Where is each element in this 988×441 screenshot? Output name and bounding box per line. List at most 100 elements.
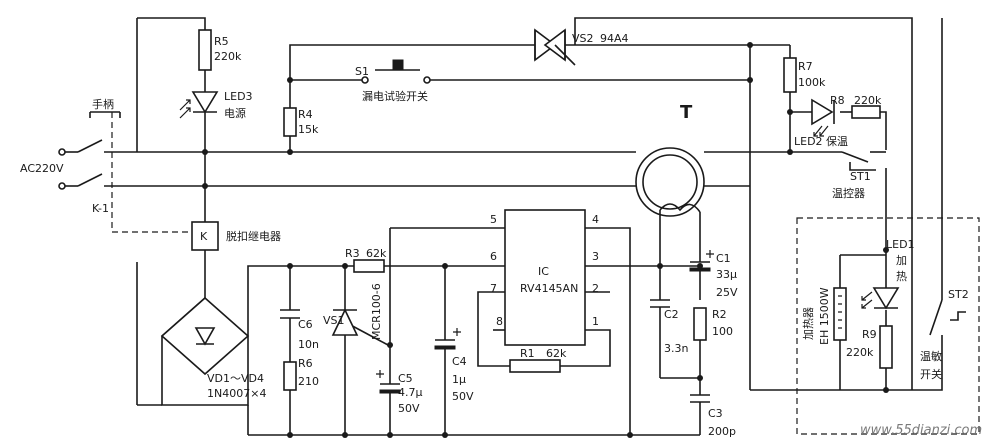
r6-value: 210	[298, 375, 319, 388]
c4-ref: C4	[452, 355, 467, 368]
c6-ref: C6	[298, 318, 313, 331]
led1-name2: 热	[896, 270, 907, 283]
c5-value2: 50V	[398, 402, 420, 415]
resistor-r7	[783, 57, 797, 93]
vs1-value: MCR100-6	[370, 283, 383, 340]
led3-name: 电源	[224, 106, 246, 120]
s1-name: 漏电试验开关	[362, 89, 428, 103]
ic-pin-6: 6	[490, 250, 497, 263]
vs2-ref: VS2	[572, 32, 594, 45]
capacitor-c2	[650, 299, 670, 326]
st2-name1: 温敏	[920, 349, 942, 363]
ic-pin-7: 7	[490, 282, 497, 295]
heater-value: EH 1500W	[818, 287, 831, 345]
ic-pin-5: 5	[490, 213, 497, 226]
ac-label: AC220V	[20, 162, 64, 175]
capacitor-c4	[434, 328, 461, 366]
c1-value2: 25V	[716, 286, 738, 299]
r3-value: 62k	[366, 247, 387, 260]
r8-value: 220k	[854, 94, 882, 107]
resistor-r8	[851, 105, 881, 119]
c2-ref: C2	[664, 308, 679, 321]
r5-ref: R5	[214, 35, 229, 48]
capacitor-c3	[690, 394, 710, 415]
c3-ref: C3	[708, 407, 723, 420]
capacitor-c5	[376, 370, 401, 398]
st2-ref: ST2	[948, 288, 969, 301]
st1-name: 温控器	[832, 186, 865, 200]
resistor-r1	[509, 359, 561, 373]
bridge-ref: VD1～VD4	[207, 372, 264, 385]
relay-ref: K	[200, 230, 208, 243]
led1-ref: LED1	[886, 238, 915, 251]
c4-value2: 50V	[452, 390, 474, 403]
r1-value: 62k	[546, 347, 567, 360]
ic-pin-3: 3	[592, 250, 599, 263]
capacitor-c6	[280, 309, 300, 340]
handle-label: 手柄	[92, 97, 114, 111]
ic-pin-2: 2	[592, 282, 599, 295]
vs1-ref: VS1	[323, 314, 345, 327]
test-switch-s1-icon	[361, 59, 431, 84]
led2-name: 保温	[826, 134, 848, 148]
r7-value: 100k	[798, 76, 826, 89]
c6-value: 10n	[298, 338, 319, 351]
r9-ref: R9	[862, 328, 877, 341]
thermostat-st1-icon	[841, 151, 876, 171]
resistor-r2	[693, 307, 707, 341]
vs2-value: 94A4	[600, 32, 629, 45]
st2-name2: 开关	[920, 367, 942, 381]
watermark: www.55dianzi.com	[860, 423, 982, 438]
c5-ref: C5	[398, 372, 413, 385]
relay-name: 脱扣继电器	[226, 229, 281, 243]
r4-value: 15k	[298, 123, 319, 136]
resistor-r3	[353, 259, 385, 273]
transformer-t-icon	[635, 147, 705, 220]
led3-ref: LED3	[224, 90, 253, 103]
handle-switch-icon	[58, 111, 121, 190]
c4-value1: 1μ	[452, 373, 466, 386]
resistor-r5	[198, 29, 212, 71]
c3-value: 200p	[708, 425, 736, 438]
r7-ref: R7	[798, 60, 813, 73]
k1-label: K-1	[92, 202, 109, 215]
r2-ref: R2	[712, 308, 727, 321]
c2-value: 3.3n	[664, 342, 688, 355]
triac-vs2-icon	[525, 28, 576, 66]
heater-icon	[833, 287, 847, 341]
resistor-r9	[879, 325, 893, 369]
ic-pin-4: 4	[592, 213, 599, 226]
resistor-r6	[283, 361, 297, 391]
led1-icon	[861, 275, 900, 310]
bridge-value: 1N4007×4	[207, 387, 266, 400]
r6-ref: R6	[298, 357, 313, 370]
led1-name1: 加	[896, 254, 907, 267]
r5-value: 220k	[214, 50, 242, 63]
ic-rv4145an	[504, 209, 586, 346]
led2-icon	[811, 98, 835, 137]
ic-ref: IC	[538, 265, 549, 278]
ic-pin-8: 8	[496, 315, 503, 328]
relay-k	[191, 221, 219, 251]
r3-ref: R3	[345, 247, 360, 260]
c1-ref: C1	[716, 252, 731, 265]
thyristor-vs1-icon	[331, 308, 359, 336]
ic-value: RV4145AN	[520, 282, 578, 295]
r9-value: 220k	[846, 346, 874, 359]
led3-icon	[179, 91, 219, 119]
resistor-r4	[283, 107, 297, 137]
heater-enclosure	[796, 217, 980, 435]
r4-ref: R4	[298, 108, 313, 121]
led2-ref: LED2	[794, 135, 823, 148]
c1-value1: 33μ	[716, 268, 737, 281]
ic-pin-1: 1	[592, 315, 599, 328]
bridge-rectifier-icon	[160, 296, 250, 376]
thermal-switch-st2-icon	[929, 299, 966, 336]
heater-name: 加热器	[802, 307, 815, 340]
s1-ref: S1	[355, 65, 369, 78]
st1-ref: ST1	[850, 170, 871, 183]
transformer-ref: T	[680, 102, 693, 123]
capacitor-c1	[689, 250, 714, 285]
